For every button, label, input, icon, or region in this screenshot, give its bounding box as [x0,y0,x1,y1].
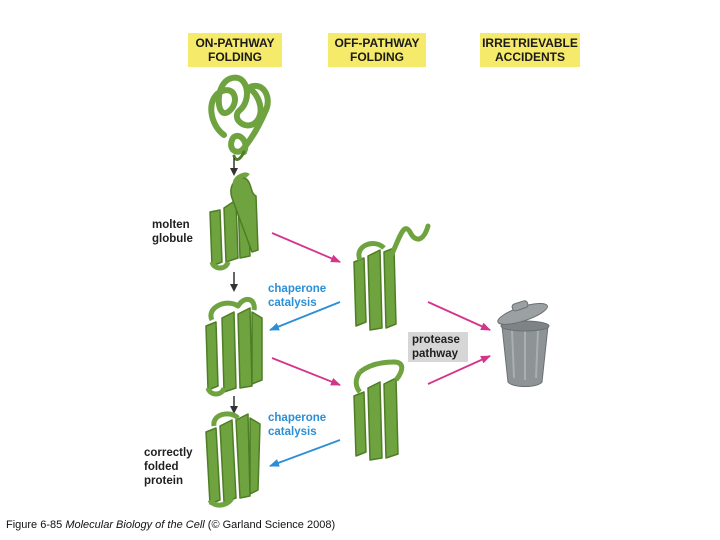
label-molten-globule-line1: molten [152,219,190,231]
label-protease-line1: protease [412,334,460,346]
off-pathway-protein-1 [353,223,431,331]
header-on-pathway-line2: FOLDING [208,50,262,64]
correctly-folded-protein [205,411,261,508]
header-off-pathway-line1: OFF-PATHWAY [334,36,420,50]
label-chaperone-catalysis-2: chaperone catalysis [268,411,326,439]
magenta-arrow-to-trash-1 [427,301,491,331]
magenta-arrow-1 [271,232,341,263]
label-chaperone-1-line1: chaperone [268,283,327,295]
off-pathway-protein-2 [353,359,405,461]
header-off-pathway-line2: FOLDING [350,50,404,64]
blue-arrow-2 [269,439,341,467]
protease-pathway-box [408,332,468,362]
label-correctly-folded-line1: correctly [144,447,193,459]
label-chaperone-2-line2: catalysis [268,426,317,438]
intermediate-protein [205,296,263,397]
header-irretrievable-line1: IRRETRIEVABLE [482,36,578,50]
label-correctly-folded: correctly folded protein [144,446,193,488]
molten-globule-protein [209,172,259,271]
label-chaperone-2-line1: chaperone [268,412,327,424]
label-correctly-folded-line3: protein [144,475,183,487]
magenta-arrow-to-trash-2 [427,355,491,385]
header-on-pathway: ON-PATHWAY FOLDING [188,33,282,67]
label-correctly-folded-line2: folded [144,461,179,473]
label-protease-pathway: protease pathway [412,333,460,361]
trash-can-icon [497,300,550,387]
caption-prefix: Figure 6-85 [6,519,66,531]
header-irretrievable-line2: ACCIDENTS [494,50,565,64]
label-chaperone-catalysis-1: chaperone catalysis [268,282,326,310]
header-on-pathway-line1: ON-PATHWAY [195,36,275,50]
unfolded-chain [208,74,271,161]
label-molten-globule: molten globule [152,218,193,246]
label-chaperone-1-line2: catalysis [268,297,317,309]
caption-suffix: (© Garland Science 2008) [204,519,336,531]
label-molten-globule-line2: globule [152,233,193,245]
magenta-arrow-2 [271,357,341,386]
figure-caption: Figure 6-85 Molecular Biology of the Cel… [6,519,335,531]
label-protease-line2: pathway [412,348,459,360]
header-off-pathway: OFF-PATHWAY FOLDING [328,33,426,67]
blue-arrow-1 [269,301,341,331]
caption-book-title: Molecular Biology of the Cell [65,519,205,531]
header-irretrievable: IRRETRIEVABLE ACCIDENTS [480,33,580,67]
